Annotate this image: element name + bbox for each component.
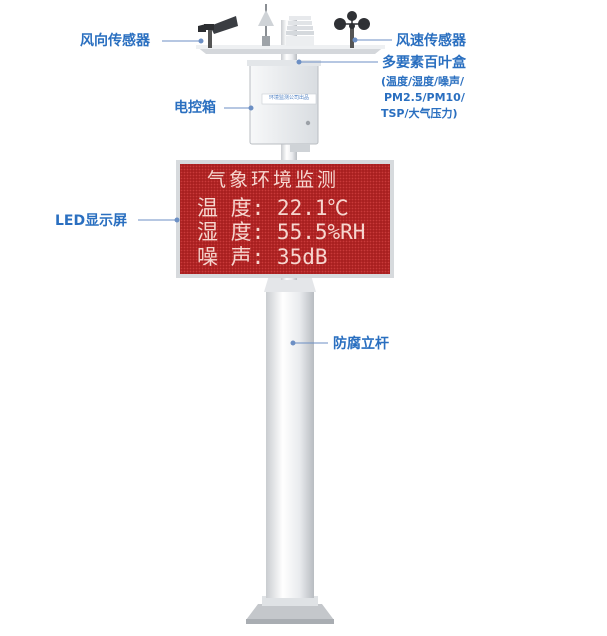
label-shutter-box-sub3: TSP/大气压力) [381,107,458,120]
control-box-plate: 环境监测公司出品 [268,95,309,101]
label-shutter-box-sub1: (温度/湿度/噪声/ [381,75,465,88]
lower-pole [266,286,314,598]
lightning-rod [258,4,274,46]
label-led-screen: LED显示屏 [55,213,128,229]
label-wind-direction-sensor: 风向传感器 [80,33,150,49]
cross-arm [196,45,385,54]
led-row-humidity: 湿 度: 55.5%RH [197,220,366,244]
led-title: 气象环境监测 [207,169,340,191]
wind-direction-sensor [198,16,238,48]
label-control-box: 电控箱 [174,100,216,116]
shutter-box [286,16,314,46]
control-box [247,60,321,152]
pole-base [246,596,334,624]
label-shutter-box: 多要素百叶盒 [382,55,466,71]
wind-speed-sensor [334,11,370,48]
led-screen [176,160,394,278]
led-row-temperature: 温 度: 22.1℃ [197,196,349,220]
label-shutter-box-sub2: PM2.5/PM10/ [384,91,465,104]
label-pole: 防腐立杆 [333,336,389,352]
label-wind-speed-sensor: 风速传感器 [396,33,466,49]
led-row-noise: 噪 声: 35dB [197,245,328,269]
leader-lines [138,37,392,346]
